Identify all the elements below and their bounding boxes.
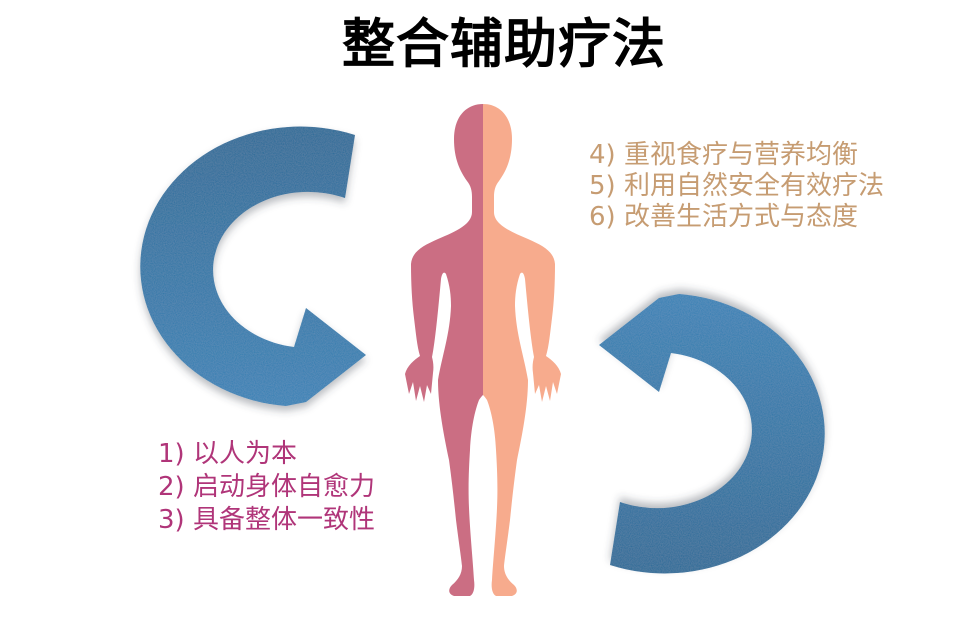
list-item: 2) 启动身体自愈力 [158,472,375,502]
principles-list: 1) 以人为本 2) 启动身体自愈力 3) 具备整体一致性 [158,438,375,537]
list-item: 6) 改善生活方式与态度 [589,202,858,232]
list-item: 5) 利用自然安全有效疗法 [589,171,884,201]
body-right-half [483,104,561,596]
left-cycle-arrow-icon [140,126,366,406]
list-item: 3) 具备整体一致性 [158,505,375,535]
human-body-silhouette [405,104,561,596]
list-item: 4) 重视食疗与营养均衡 [589,140,858,170]
list-item: 1) 以人为本 [158,439,297,469]
body-left-half [405,104,483,596]
methods-list: 4) 重视食疗与营养均衡 5) 利用自然安全有效疗法 6) 改善生活方式与态度 [589,140,884,233]
page-title: 整合辅助疗法 [342,14,666,75]
right-cycle-arrow-icon [599,294,825,574]
